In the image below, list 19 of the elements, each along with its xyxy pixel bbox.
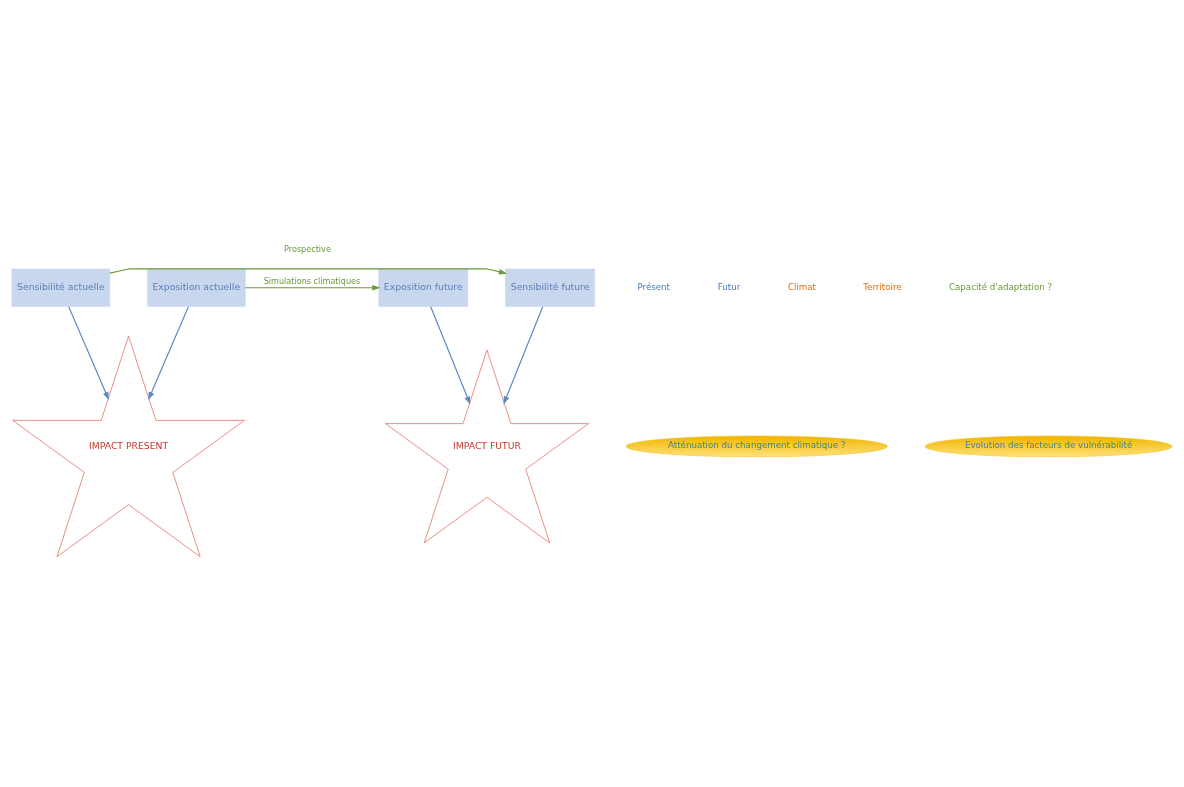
node-box: Exposition future [378,268,469,307]
label: Capacité d'adaptation ? [948,281,1053,292]
node-ellipse: Atténuation du changement climatique ? [625,435,888,457]
label: Territoire [863,281,902,292]
node-box: Sensibilité actuelle [11,268,111,307]
arrow [244,284,381,291]
node-box: Sensibilité future [505,268,595,307]
edge-label: Prospective [284,243,331,254]
arrow [148,305,189,400]
arrow [503,305,544,404]
arrow [109,267,508,274]
arrow [68,305,109,400]
label: Futur [717,281,741,292]
label: Climat [787,281,816,292]
label: Présent [637,281,670,292]
arrow [430,305,471,405]
node-box: Exposition actuelle [147,268,246,307]
node-ellipse: Evolution des facteurs de vulnérabilité [924,435,1173,457]
edge-label: Simulations climatiques [263,275,361,286]
